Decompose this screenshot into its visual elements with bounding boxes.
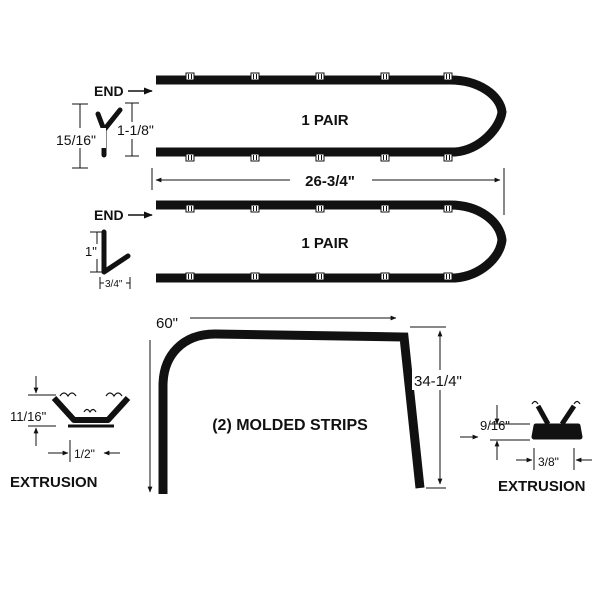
top-strip-loop <box>156 75 507 157</box>
bottom-end-label: END <box>94 207 124 223</box>
bottom-profile-width: 3/4" <box>105 279 123 290</box>
top-profile-height-inner: 1-1/8" <box>117 122 154 138</box>
molded-strips-label: (2) MOLDED STRIPS <box>212 417 368 434</box>
molded-height-label: 34-1/4" <box>414 373 462 390</box>
left-extrusion-label: EXTRUSION <box>10 474 98 491</box>
bottom-pair-group: END 1 PAIR 1" 3/4" <box>84 200 507 290</box>
left-extrusion-height: 11/16" <box>10 409 47 424</box>
right-extrusion-profile-icon <box>531 404 583 440</box>
right-extrusion-height: 9/16" <box>480 418 510 433</box>
bottom-strip-loop <box>156 200 507 283</box>
top-pair-label: 1 PAIR <box>301 112 348 129</box>
right-extrusion-width: 3/8" <box>538 455 559 469</box>
bottom-profile-height: 1" <box>85 244 97 259</box>
top-length-label: 26-3/4" <box>305 173 355 190</box>
top-profile-height-outer: 15/16" <box>56 132 96 148</box>
l-profile-icon <box>101 229 131 275</box>
top-pair-group: END 1 PAIR 15/16" 1-1/8" 26-3/4" <box>56 72 507 215</box>
molded-length-label: 60" <box>156 315 178 332</box>
top-end-label: END <box>94 83 124 99</box>
bottom-pair-label: 1 PAIR <box>301 235 348 252</box>
extrusion-left-group: 11/16" 1/2" EXTRUSION <box>10 376 131 491</box>
right-extrusion-label: EXTRUSION <box>498 478 586 495</box>
left-extrusion-width: 1/2" <box>74 447 95 461</box>
left-extrusion-profile-icon <box>51 395 131 423</box>
molded-strips-group: 60" 34-1/4" (2) MOLDED STRIPS <box>147 315 484 494</box>
extrusion-right-group: 9/16" 3/8" EXTRUSION <box>460 400 592 495</box>
molded-strip-shape <box>158 329 425 494</box>
